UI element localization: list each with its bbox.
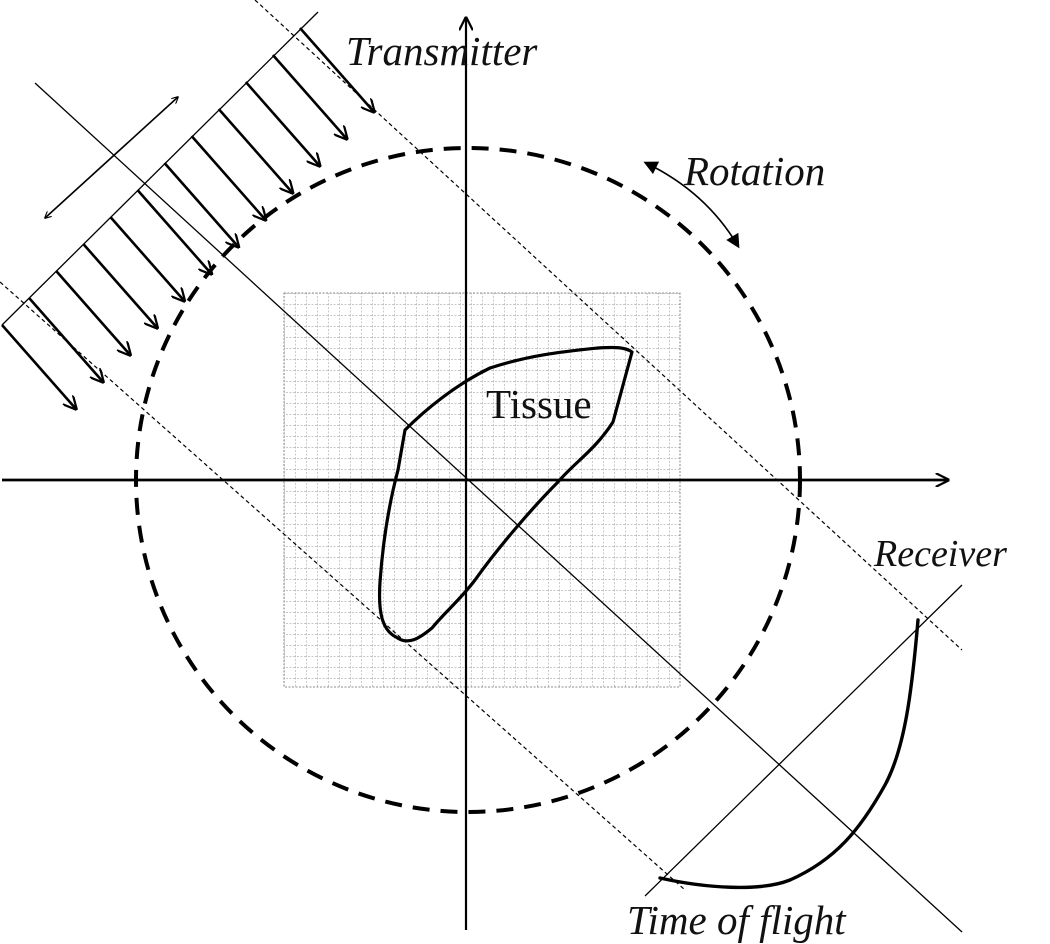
reconstruction-grid (283, 292, 681, 688)
wave-arrow (163, 162, 239, 247)
transmitter-array (1, 11, 374, 409)
tissue-outline (377, 345, 634, 643)
label-tissue: Tissue (486, 381, 592, 427)
wave-arrows (1, 27, 374, 409)
central-ray-line (34, 82, 963, 933)
wave-arrow (136, 189, 212, 274)
beam-boundary-upper (254, 0, 963, 651)
label-time-of-flight: Time of flight (627, 897, 847, 943)
wave-arrow (1, 324, 76, 409)
wave-arrow (109, 216, 184, 301)
wave-arrow (55, 270, 130, 355)
receiver-line (644, 584, 963, 897)
wave-arrow (244, 81, 320, 166)
wave-arrow (217, 108, 293, 193)
label-rotation: Rotation (683, 148, 825, 194)
beam-boundary-lower (0, 281, 686, 891)
transmitter-translation-arrow (45, 97, 178, 218)
time-of-flight-curve (658, 618, 920, 890)
wave-arrow (299, 27, 374, 112)
label-transmitter: Transmitter (346, 28, 538, 74)
wave-arrow (28, 297, 103, 382)
wave-arrow (271, 54, 347, 139)
rotation-arrow (643, 161, 740, 249)
wave-arrow (82, 243, 157, 328)
label-receiver: Receiver (873, 533, 1007, 575)
wave-arrow (190, 135, 266, 220)
